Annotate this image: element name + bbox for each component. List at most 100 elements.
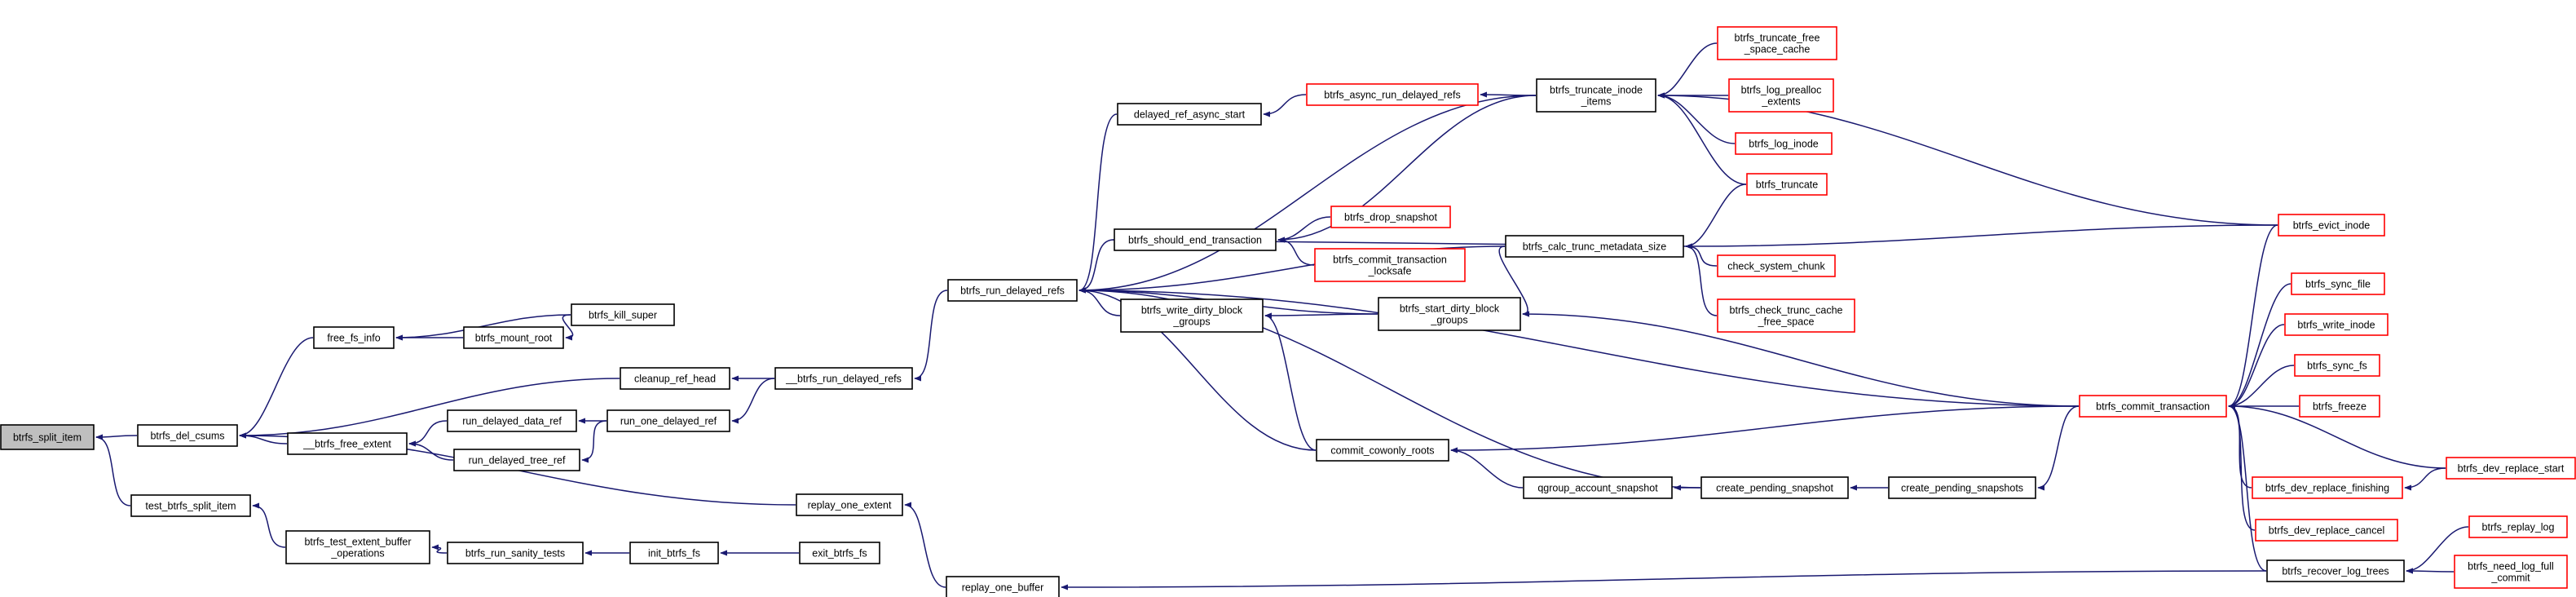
- node-label: _extents: [1761, 96, 1800, 108]
- node-root[interactable]: btrfs_split_item: [0, 424, 95, 450]
- node-truncate-inode-items[interactable]: btrfs_truncate_inode_items: [1536, 78, 1656, 113]
- node-label: btrfs_commit_transaction: [1333, 254, 1447, 266]
- node-exit-btrfs-fs[interactable]: exit_btrfs_fs: [799, 542, 880, 564]
- edge-run-one-delayed-ref-to-run-delayed-tree-ref: [581, 420, 607, 463]
- edge-truncate-free-space-cache-to-truncate-inode-items: [1657, 42, 1718, 99]
- node-test-split[interactable]: test_btrfs_split_item: [130, 494, 251, 517]
- node-recover-log-trees[interactable]: btrfs_recover_log_trees: [2266, 559, 2405, 582]
- node-box: [629, 542, 719, 564]
- node-box: [2255, 519, 2398, 542]
- edge-evict-inode-to-calc-trunc-metadata-size: [1685, 224, 2278, 250]
- node-label: cleanup_ref_head: [634, 374, 716, 385]
- node-run-one-delayed-ref[interactable]: run_one_delayed_ref: [607, 409, 730, 432]
- node-drop-snapshot[interactable]: btrfs_drop_snapshot: [1330, 206, 1451, 228]
- node-label: btrfs_run_delayed_refs: [960, 285, 1065, 297]
- node-box: [571, 303, 675, 326]
- node-dev-replace-finishing[interactable]: btrfs_dev_replace_finishing: [2252, 476, 2403, 499]
- node-label: btrfs_async_run_delayed_refs: [1324, 90, 1460, 101]
- node-check-system-chunk[interactable]: check_system_chunk: [1717, 254, 1836, 277]
- node-label: check_system_chunk: [1727, 261, 1825, 272]
- node-start-dirty-block-groups[interactable]: btrfs_start_dirty_block_groups: [1378, 297, 1521, 331]
- node-box: [1728, 78, 1834, 113]
- node-label: create_pending_snapshot: [1716, 483, 1833, 494]
- node-init-btrfs-fs[interactable]: init_btrfs_fs: [629, 542, 719, 564]
- node-evict-inode[interactable]: btrfs_evict_inode: [2278, 214, 2385, 237]
- node-box: [1735, 132, 1833, 155]
- node-delayed-ref-async-start[interactable]: delayed_ref_async_start: [1117, 103, 1262, 126]
- node-box: [285, 530, 430, 564]
- node-label: btrfs_kill_super: [589, 310, 657, 321]
- node-run-sanity-tests[interactable]: btrfs_run_sanity_tests: [447, 542, 584, 564]
- node-run-delayed-data-ref[interactable]: run_delayed_data_ref: [447, 409, 577, 432]
- node-label: run_delayed_data_ref: [462, 416, 562, 427]
- node-run-delayed-refs[interactable]: btrfs_run_delayed_refs: [947, 279, 1078, 302]
- node-truncate[interactable]: btrfs_truncate: [1746, 173, 1828, 196]
- node-box: [287, 432, 408, 455]
- node-sync-fs[interactable]: btrfs_sync_fs: [2294, 354, 2380, 377]
- node-label: btrfs_need_log_full: [2468, 561, 2554, 573]
- edge-commit-cowonly-roots-to-write-dirty-block-groups: [1264, 312, 1317, 451]
- edge-sync-file-to-commit-transaction: [2228, 283, 2291, 409]
- node-box: [2079, 395, 2227, 418]
- node-label: btrfs_dev_replace_finishing: [2265, 483, 2389, 494]
- node-qgroup-account-snapshot[interactable]: qgroup_account_snapshot: [1523, 476, 1673, 499]
- node-free-extent[interactable]: __btrfs_free_extent: [287, 432, 408, 455]
- node-box: [2266, 559, 2405, 582]
- node-label: _groups: [1172, 316, 1210, 328]
- node-cleanup-ref-head[interactable]: cleanup_ref_head: [620, 367, 730, 390]
- node-replay-one-extent[interactable]: replay_one_extent: [796, 493, 903, 516]
- node-need-log-full-commit[interactable]: btrfs_need_log_full_commit: [2454, 555, 2568, 589]
- node-dev-replace-start[interactable]: btrfs_dev_replace_start: [2446, 457, 2576, 480]
- node-box: [2454, 555, 2568, 589]
- node-kill-super[interactable]: btrfs_kill_super: [571, 303, 675, 326]
- node-label: btrfs_dev_replace_start: [2458, 463, 2565, 475]
- edge-del-csums-to-root: [95, 434, 138, 440]
- node-box: [1330, 206, 1451, 228]
- node-del-csums[interactable]: btrfs_del_csums: [137, 424, 238, 447]
- node-create-pending-snapshot[interactable]: create_pending_snapshot: [1700, 476, 1849, 499]
- node-log-inode[interactable]: btrfs_log_inode: [1735, 132, 1833, 155]
- node-box: [447, 409, 577, 432]
- node-commit-trans-locksafe[interactable]: btrfs_commit_transaction_locksafe: [1314, 248, 1466, 282]
- node-commit-transaction[interactable]: btrfs_commit_transaction: [2079, 395, 2227, 418]
- node-label: btrfs_log_inode: [1749, 139, 1819, 150]
- node-commit-cowonly-roots[interactable]: commit_cowonly_roots: [1316, 439, 1449, 462]
- node-label: test_btrfs_split_item: [145, 501, 236, 512]
- node-free-fs-info[interactable]: free_fs_info: [313, 326, 395, 349]
- node-mount-root[interactable]: btrfs_mount_root: [463, 326, 564, 349]
- node-label: replay_one_buffer: [962, 582, 1044, 594]
- node-label: __btrfs_free_extent: [302, 439, 391, 450]
- edge-async-run-delayed-refs-to-delayed-ref-async-start: [1263, 94, 1307, 117]
- node-dev-replace-cancel[interactable]: btrfs_dev_replace_cancel: [2255, 519, 2398, 542]
- edge-replay-one-buffer-to-replay-one-extent: [904, 502, 946, 588]
- node-replay-one-buffer[interactable]: replay_one_buffer: [946, 576, 1060, 597]
- node-run-delayed-tree-ref[interactable]: run_delayed_tree_ref: [453, 449, 580, 471]
- node-run-delayed-refs-u[interactable]: __btrfs_run_delayed_refs: [774, 367, 913, 390]
- node-write-dirty-block-groups[interactable]: btrfs_write_dirty_block_groups: [1120, 298, 1264, 333]
- edge-run-delayed-data-ref-to-free-extent: [408, 420, 448, 447]
- node-test-extent-buffer[interactable]: btrfs_test_extent_buffer_operations: [285, 530, 430, 564]
- node-create-pending-snapshots[interactable]: create_pending_snapshots: [1888, 476, 2036, 499]
- node-async-run-delayed-refs[interactable]: btrfs_async_run_delayed_refs: [1306, 83, 1479, 106]
- node-box: [946, 576, 1060, 597]
- node-box: [607, 409, 730, 432]
- node-should-end-trans[interactable]: btrfs_should_end_transaction: [1114, 228, 1277, 251]
- node-check-trunc-cache-free-space[interactable]: btrfs_check_trunc_cache_free_space: [1717, 298, 1855, 333]
- node-label: __btrfs_run_delayed_refs: [785, 374, 902, 385]
- node-truncate-free-space-cache[interactable]: btrfs_truncate_free_space_cache: [1717, 26, 1837, 60]
- edge-truncate-inode-items-to-should-end-trans: [1277, 95, 1537, 243]
- node-replay-log[interactable]: btrfs_replay_log: [2468, 515, 2568, 538]
- node-log-prealloc-extents[interactable]: btrfs_log_prealloc_extents: [1728, 78, 1834, 113]
- node-write-inode[interactable]: btrfs_write_inode: [2284, 313, 2389, 336]
- node-freeze[interactable]: btrfs_freeze: [2299, 395, 2380, 418]
- node-box: [1316, 439, 1449, 462]
- node-box: [1717, 254, 1836, 277]
- node-sync-file[interactable]: btrfs_sync_file: [2291, 272, 2385, 295]
- edge-test-extent-buffer-to-test-split: [252, 502, 286, 548]
- node-label: btrfs_sync_fs: [2307, 360, 2367, 372]
- node-label: create_pending_snapshots: [1901, 483, 2023, 494]
- node-calc-trunc-metadata-size[interactable]: btrfs_calc_trunc_metadata_size: [1505, 235, 1684, 258]
- node-box: [2299, 395, 2380, 418]
- edge-kill-super-to-free-fs-info: [395, 314, 571, 341]
